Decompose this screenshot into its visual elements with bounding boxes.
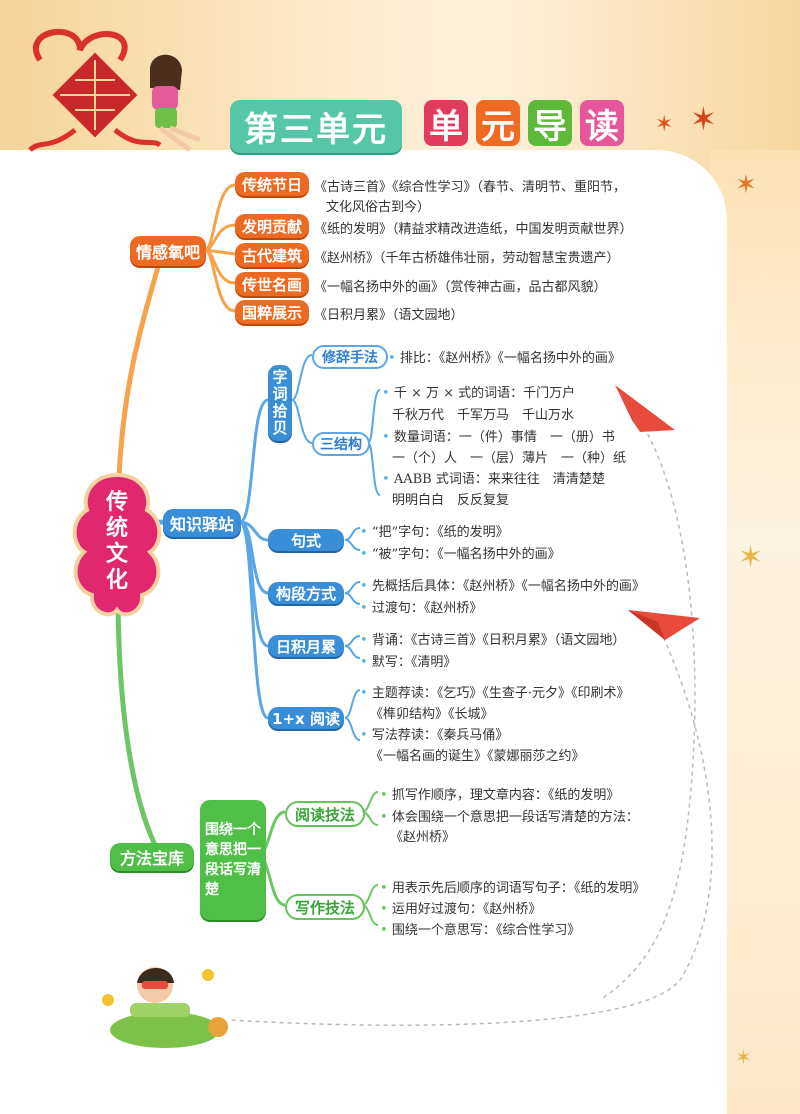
read-skill-text: 抓写作顺序，理文章内容：《纸的发明》 [391,788,620,803]
write-skill-line-3: • 围绕一个意思写：《综合性学习》 [380,923,581,938]
rhetoric-text: 排比：《赵州桥》《一幅名扬中外的画》 [399,351,621,366]
write-skill-line-1: • 用表示先后顺序的词语写句子：《纸的发明》 [380,881,646,896]
tag-national-essence: 国粹展示 [235,300,309,324]
rhetoric-line: • 排比：《赵州桥》《一幅名扬中外的画》 [388,351,621,366]
painting-line: 《一幅名扬中外的画》（赏传神古画，品古都风貌） [314,280,607,295]
structure-line-1: • 千 × 万 × 式的词语：千门万户 [382,386,576,401]
paragraph-line-2: • 过渡句：《赵州桥》 [360,601,483,616]
reading-line-1: • 主题荐读：《乞巧》《生查子·元夕》《印刷术》 [360,686,630,701]
tag-painting: 传世名画 [235,272,309,296]
structure-line-4: 一（个）人 一（层）薄片 一（种）纸 [392,451,627,466]
tag-invention: 发明贡献 [235,214,309,238]
tag-daily-accumulation: 日积月累 [268,635,344,657]
reading-line-4: 《一幅名画的诞生》《蒙娜丽莎之约》 [370,749,585,764]
festival-line-2: 文化风俗古到今） [326,200,431,215]
reading-line-3: • 写法荐读：《秦兵马俑》 [360,728,509,743]
read-skill-line-1: • 抓写作顺序，理文章内容：《纸的发明》 [380,788,620,803]
architecture-line: 《赵州桥》（千年古桥雄伟壮丽，劳动智慧宝贵遗产） [314,251,620,266]
chinese-knot-girl-illustration [28,28,201,153]
unit-number: 第三单元 [230,100,402,153]
title-char-1: 单 [424,100,468,147]
title-char-2: 元 [476,100,520,147]
center-node-label: 传统文化 [105,490,128,593]
sentence-text: “把”字句：《纸的发明》 [371,525,509,540]
word-collection-label: 字词拾贝 [272,368,288,437]
paragraph-text: 先概括后具体：《赵州桥》《一幅名扬中外的画》 [371,579,645,594]
boy-airplane-illustration [102,967,228,1048]
maple-leaf-icon: ✶ [738,540,764,575]
knowledge-section-node: 知识驿站 [163,509,241,537]
paragraph-text: 过渡句：《赵州桥》 [371,601,483,616]
structure-line-2: 千秋万代 千军万马 千山万水 [392,408,575,423]
tag-traditional-festival: 传统节日 [235,172,309,196]
maple-leaf-icon: ✶ [655,112,674,137]
structure-text: 千 × 万 × 式的词语：千门万户 [393,386,576,401]
reading-line-2: 《榫卯结构》《长城》 [370,707,494,722]
reading-text: 主题荐读：《乞巧》《生查子·元夕》《印刷术》 [371,686,630,701]
maple-leaf-icon: ✶ [735,170,757,200]
paragraph-line-1: • 先概括后具体：《赵州桥》《一幅名扬中外的画》 [360,579,645,594]
emotion-section-node: 情感氧吧 [130,236,206,266]
festival-line-1: 《古诗三首》《综合性学习》（春节、清明节、重阳节， [314,180,627,195]
maple-leaf-icon: ✶ [735,1045,752,1069]
title-char-4: 读 [580,100,624,147]
structure-line-3: • 数量词语：一（件）事情 一（册）书 [382,430,615,445]
tag-paragraph: 构段方式 [268,582,344,604]
center-cloud-node [72,472,162,617]
sentence-line-2: • “被”字句：《一幅名扬中外的画》 [360,547,561,562]
word-collection-node: 字词拾贝 [268,365,292,441]
read-skill-line-2: • 体会围绕一个意思把一段话写清楚的方法： [380,810,639,825]
daily-text: 背诵：《古诗三首》《日积月累》（语文园地） [371,633,626,648]
focus-label: 围绕一个意思把一段话写清楚 [205,822,261,898]
tag-extended-reading: 1+x 阅读 [268,707,344,729]
maple-leaf-icon: ✶ [690,100,717,138]
write-skill-line-2: • 运用好过渡句：《赵州桥》 [380,902,542,917]
structure-line-6: 明明白白 反反复复 [392,493,510,508]
daily-text: 默写：《清明》 [371,655,457,670]
read-skill-text: 体会围绕一个意思把一段话写清楚的方法： [391,810,639,825]
method-section-node: 方法宝库 [110,843,194,871]
daily-line-2: • 默写：《清明》 [360,655,457,670]
focus-node: 围绕一个意思把一段话写清楚 [200,800,266,920]
structure-text: AABB 式词语：来来往往 清清楚楚 [393,472,605,487]
daily-line-1: • 背诵：《古诗三首》《日积月累》（语文园地） [360,633,626,648]
write-skill-text: 用表示先后顺序的词语写句子：《纸的发明》 [391,881,646,896]
structure-line-5: • AABB 式词语：来来往往 清清楚楚 [382,472,605,487]
reading-text: 写法荐读：《秦兵马俑》 [371,728,509,743]
tag-structure: 三结构 [312,432,370,456]
sentence-line-1: • “把”字句：《纸的发明》 [360,525,509,540]
tag-sentence: 句式 [268,529,344,551]
write-skill-text: 运用好过渡句：《赵州桥》 [391,902,542,917]
sentence-text: “被”字句：《一幅名扬中外的画》 [371,547,561,562]
read-skill-line-3: 《赵州桥》 [390,830,456,845]
title-char-3: 导 [528,100,572,147]
structure-text: 数量词语：一（件）事情 一（册）书 [393,430,615,445]
invention-line: 《纸的发明》（精益求精改进造纸，中国发明贡献世界） [314,222,633,237]
tag-architecture: 古代建筑 [235,243,309,267]
write-skill-text: 围绕一个意思写：《综合性学习》 [391,923,581,938]
unit-title: 第三单元 单 元 导 读 [230,100,624,153]
tag-writing-skill: 写作技法 [285,894,365,920]
tag-reading-skill: 阅读技法 [285,801,365,827]
content-panel [0,150,727,1114]
tag-rhetoric: 修辞手法 [312,345,388,369]
national-essence-line: 《日积月累》（语文园地） [314,308,464,323]
